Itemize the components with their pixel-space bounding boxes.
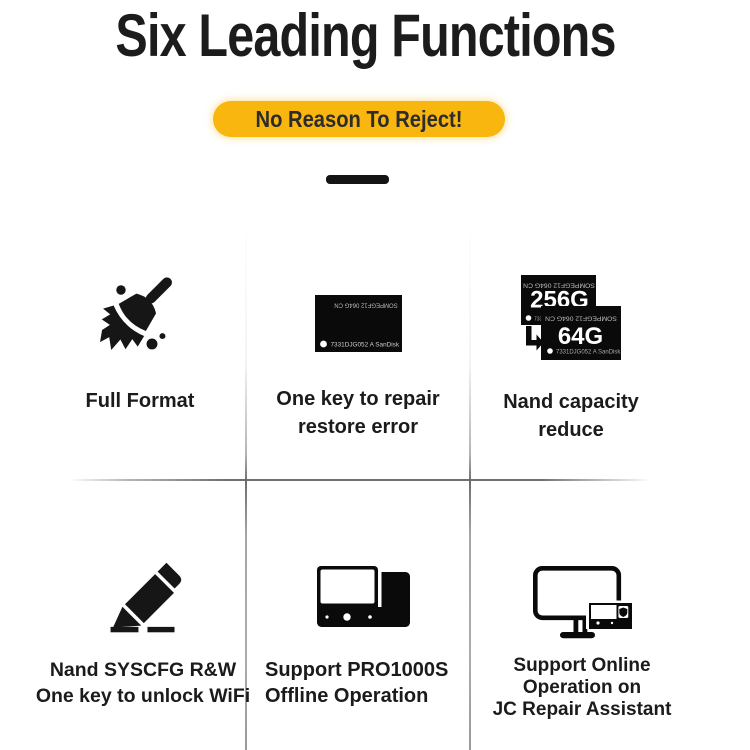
svg-text:64G: 64G [558,323,603,350]
svg-text:SOMPEGF12 064G CN: SOMPEGF12 064G CN [545,315,617,322]
svg-text:7331DJG052 A SanDisk: 7331DJG052 A SanDisk [556,350,621,356]
svg-text:7331DJG052 A SanDisk: 7331DJG052 A SanDisk [331,342,400,349]
svg-text:SOMPEGF12 064G CN: SOMPEGF12 064G CN [334,302,397,308]
svg-text:SOMPEGF12 064G CN: SOMPEGF12 064G CN [523,282,595,289]
svg-text:7331: 7331 [534,317,545,323]
